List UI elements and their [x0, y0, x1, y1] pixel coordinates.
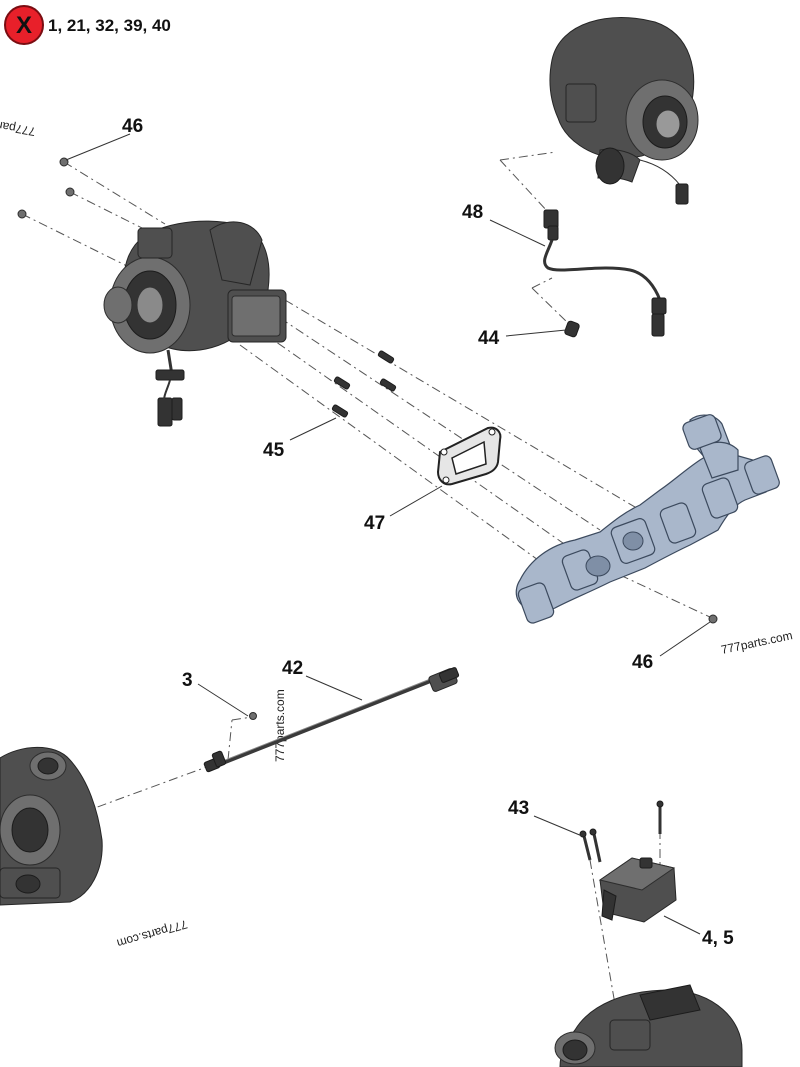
watermark-bottom-left: 777parts.com	[115, 917, 189, 950]
callout-leaders	[65, 133, 711, 935]
turbocharger-bottom-right	[554, 984, 743, 1067]
studs	[331, 350, 397, 418]
watermark-center: 777parts.com	[273, 689, 287, 762]
watermark-right: 777parts.com	[720, 628, 794, 657]
turbocharger-left	[103, 220, 287, 427]
callout-42: 42	[282, 658, 303, 679]
sensor-plug	[564, 320, 580, 338]
callout-46-top: 46	[122, 116, 143, 137]
callout-3: 3	[182, 670, 193, 691]
callout-45: 45	[263, 440, 285, 461]
callout-47: 47	[364, 513, 385, 534]
badge-symbol: X	[16, 12, 32, 39]
assembly-lines	[21, 151, 713, 1011]
nuts-top-left	[17, 157, 75, 219]
exhaust-manifold	[515, 414, 780, 624]
gasket	[436, 426, 502, 486]
callout-46-bottom: 46	[632, 652, 653, 673]
callout-4-5: 4, 5	[702, 928, 734, 949]
actuator-rod	[203, 667, 460, 773]
nut-manifold	[708, 614, 718, 624]
exclusion-badge: X 1, 21, 32, 39, 40	[4, 5, 171, 45]
turbocharger-bottom-left	[0, 746, 103, 906]
watermark-top-left: 777parts.com	[0, 112, 37, 138]
excluded-items-text: 1, 21, 32, 39, 40	[48, 16, 171, 35]
sensor-harness	[543, 209, 667, 337]
callout-48: 48	[462, 202, 483, 223]
callout-44: 44	[478, 328, 500, 349]
badge-circle	[4, 5, 44, 45]
screw	[249, 712, 257, 720]
actuator-assembly	[579, 800, 677, 923]
turbocharger-top-right	[549, 17, 699, 205]
callout-43: 43	[508, 798, 529, 819]
